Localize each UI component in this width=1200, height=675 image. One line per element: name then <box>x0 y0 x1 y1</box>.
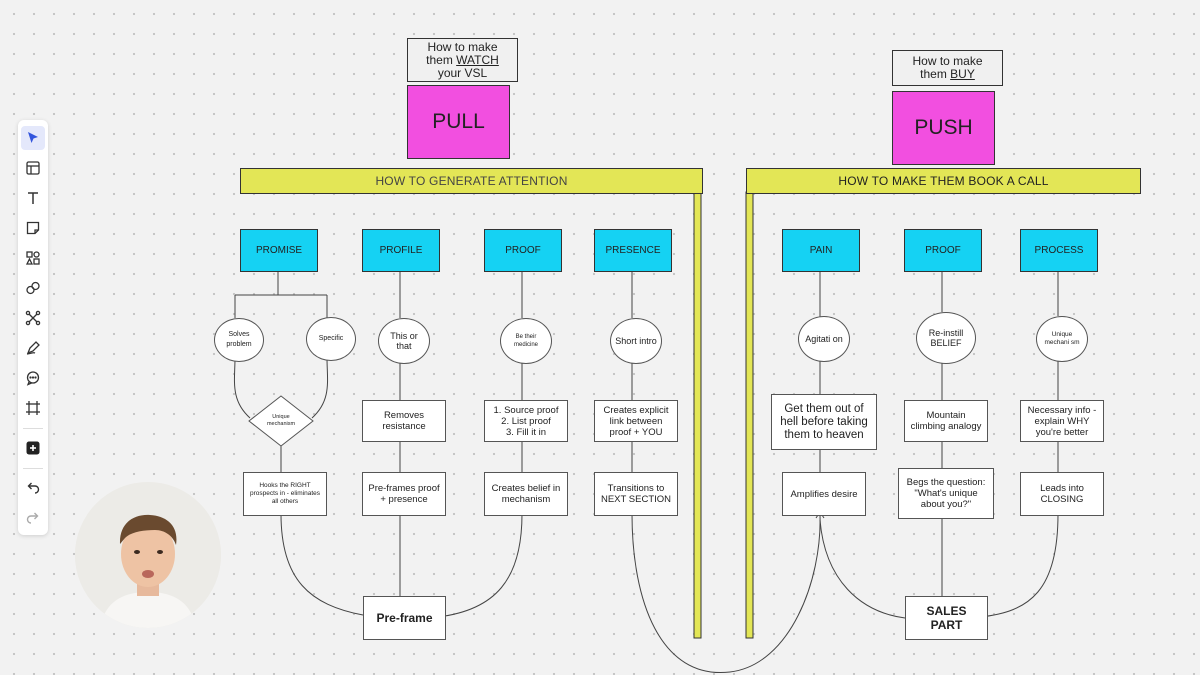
comment-tool[interactable] <box>21 276 45 300</box>
cursor-icon <box>28 132 38 143</box>
pull-note-line2-emphasis: WATCH <box>456 52 499 67</box>
necessary-info-box[interactable]: Necessary info - explain WHY you're bett… <box>1020 400 1104 442</box>
push-block[interactable]: PUSH <box>892 91 995 165</box>
push-note[interactable]: How to make them BUY <box>892 50 1003 86</box>
pain-header[interactable]: PAIN <box>782 229 860 272</box>
text-icon <box>28 192 38 204</box>
shapes-tool[interactable] <box>21 246 45 270</box>
get-them-out-of-hell-box[interactable]: Get them out of hell before taking them … <box>771 394 877 450</box>
undo-icon <box>27 482 40 494</box>
undo-tool[interactable] <box>21 476 45 500</box>
proof-left-header[interactable]: PROOF <box>484 229 562 272</box>
shapes-icon <box>25 251 40 265</box>
pull-note-line1: How to make <box>427 39 498 54</box>
short-intro-circle[interactable]: Short intro <box>610 318 662 364</box>
unique-mechanism-circle[interactable]: Unique mechani sm <box>1036 316 1088 362</box>
link-shapes-icon <box>26 281 40 295</box>
select-tool[interactable] <box>21 126 45 150</box>
redo-icon <box>26 512 39 524</box>
pull-note[interactable]: How to make them WATCH your VSL <box>407 38 518 82</box>
proof-steps-box[interactable]: 1. Source proof 2. List proof 3. Fill it… <box>484 400 568 442</box>
pull-note-line3: your VSL <box>437 65 488 80</box>
sticky-note-icon <box>26 221 40 235</box>
book-call-banner[interactable]: HOW TO MAKE THEM BOOK A CALL <box>746 168 1141 194</box>
proof-step-1: 1. Source proof <box>493 404 559 416</box>
connector-tool[interactable] <box>21 306 45 330</box>
plus-square-icon <box>26 441 40 455</box>
redo-tool[interactable] <box>21 506 45 530</box>
toolbar-divider <box>23 468 43 469</box>
be-their-medicine-circle[interactable]: Be their medicine <box>500 318 552 364</box>
pen-icon <box>26 341 40 355</box>
transitions-next-section-box[interactable]: Transitions to NEXT SECTION <box>594 472 678 516</box>
pull-block[interactable]: PULL <box>407 85 510 159</box>
creates-belief-box[interactable]: Creates belief in mechanism <box>484 472 568 516</box>
crop-tool[interactable] <box>21 396 45 420</box>
push-note-line2: them BUY <box>912 68 982 81</box>
push-note-line1: How to make <box>912 54 983 68</box>
reinstill-belief-circle[interactable]: Re-instill BELIEF <box>916 312 976 364</box>
presenter-avatar-icon <box>75 482 221 628</box>
proof-step-3: 3. Fill it in <box>505 426 547 438</box>
attention-banner[interactable]: HOW TO GENERATE ATTENTION <box>240 168 703 194</box>
frame-tool[interactable] <box>21 156 45 180</box>
sticky-note-tool[interactable] <box>21 216 45 240</box>
removes-resistance-box[interactable]: Removes resistance <box>362 400 446 442</box>
begs-the-question-box[interactable]: Begs the question: "What's unique about … <box>898 468 994 519</box>
pull-note-line2: them WATCH <box>426 52 499 67</box>
mindmap-icon <box>25 310 41 326</box>
pre-frame-box[interactable]: Pre-frame <box>363 596 446 640</box>
layout-icon <box>26 161 40 175</box>
text-tool[interactable] <box>21 186 45 210</box>
pre-frames-proof-box[interactable]: Pre-frames proof + presence <box>362 472 446 516</box>
presenter-webcam <box>75 482 221 628</box>
comment-icon <box>26 371 40 386</box>
proof-step-2: 2. List proof <box>501 415 551 427</box>
solves-problem-circle[interactable]: Solves problem <box>214 318 264 362</box>
mountain-climbing-box[interactable]: Mountain climbing analogy <box>904 400 988 442</box>
this-or-that-circle[interactable]: This or that <box>378 318 430 364</box>
frame-icon <box>26 401 40 415</box>
sales-part-box[interactable]: SALES PART <box>905 596 988 640</box>
creates-explicit-link-box[interactable]: Creates explicit link between proof + YO… <box>594 400 678 442</box>
hooks-right-prospects-box[interactable]: Hooks the RIGHT prospects in - eliminate… <box>243 472 327 516</box>
add-tool[interactable] <box>21 436 45 460</box>
specific-circle[interactable]: Specific <box>306 317 356 361</box>
process-header[interactable]: PROCESS <box>1020 229 1098 272</box>
presence-header[interactable]: PRESENCE <box>594 229 672 272</box>
leads-into-closing-box[interactable]: Leads into CLOSING <box>1020 472 1104 516</box>
proof-right-header[interactable]: PROOF <box>904 229 982 272</box>
pen-tool[interactable] <box>21 336 45 360</box>
unique-mechanism-label: Unique mechanism <box>266 414 296 427</box>
pull-note-line2-prefix: them <box>426 52 457 67</box>
profile-header[interactable]: PROFILE <box>362 229 440 272</box>
unique-mechanism-diamond <box>248 395 314 447</box>
chat-tool[interactable] <box>21 366 45 390</box>
push-note-line2-prefix: them <box>920 67 951 81</box>
agitation-circle[interactable]: Agitati on <box>798 316 850 362</box>
amplifies-desire-box[interactable]: Amplifies desire <box>782 472 866 516</box>
push-note-line2-emphasis: BUY <box>950 67 975 81</box>
toolbar-divider <box>23 428 43 429</box>
left-toolbar <box>18 120 48 535</box>
promise-header[interactable]: PROMISE <box>240 229 318 272</box>
